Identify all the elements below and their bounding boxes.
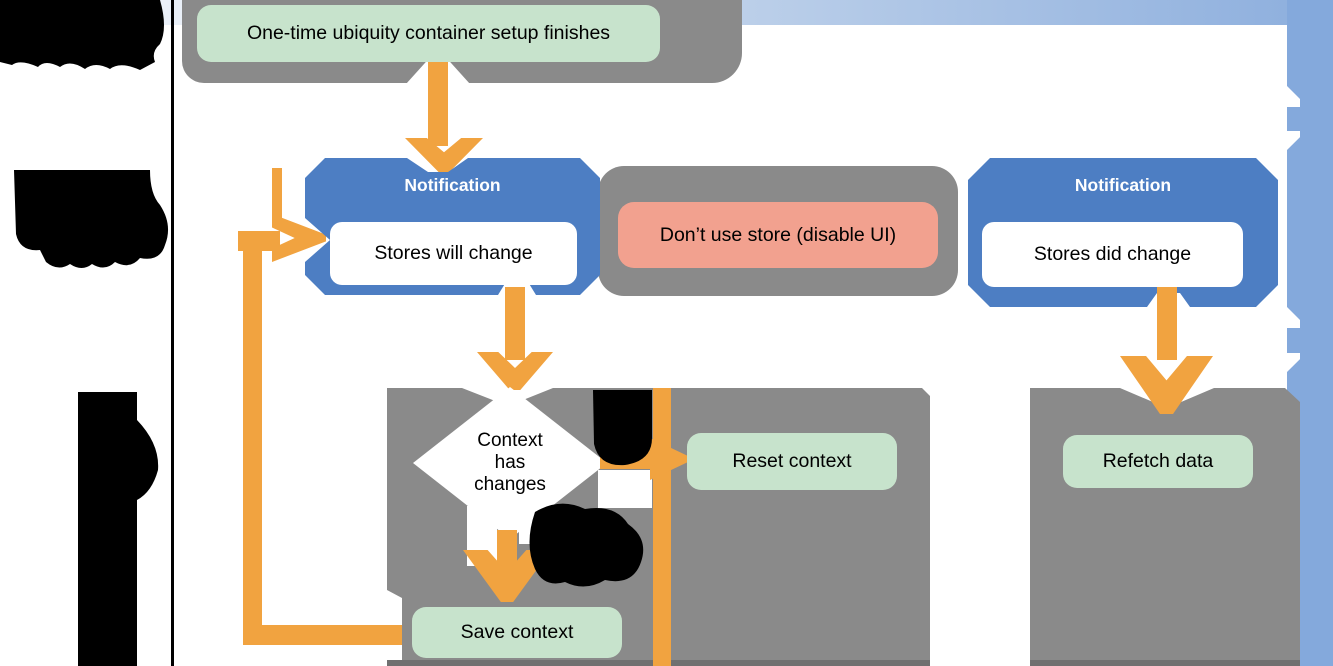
redacted-lane-label-3 (78, 392, 159, 666)
loop-line-vertical (243, 231, 262, 645)
refetch-container (1030, 388, 1300, 666)
notification-title: Notification (404, 175, 501, 195)
stores-did-change-label: Stores did change (1033, 243, 1192, 265)
redacted-lane-label-2 (14, 170, 169, 268)
redacted-branch-label-yes (529, 503, 644, 587)
arrow-channel (598, 470, 652, 508)
stores-will-change-box: Stores will change (330, 222, 577, 285)
setup-finish-box: One-time ubiquity container setup finish… (197, 5, 660, 62)
stores-will-change-label: Stores will change (374, 242, 533, 264)
redacted-lane-label-1 (0, 0, 164, 70)
setup-finish-label: One-time ubiquity container setup finish… (246, 22, 611, 44)
refetch-data-label: Refetch data (1102, 450, 1214, 472)
loop-line-stub (272, 168, 282, 220)
save-context-label: Save context (460, 621, 574, 643)
loop-line-top (238, 231, 280, 251)
refetch-data-box: Refetch data (1063, 435, 1253, 488)
save-context-box: Save context (412, 607, 622, 658)
loop-line-bottom (243, 625, 415, 645)
container-bottom-edge (1030, 660, 1300, 666)
lane-divider-line (171, 0, 174, 666)
reset-context-label: Reset context (732, 450, 852, 472)
reset-context-box: Reset context (687, 433, 897, 490)
notification-title: Notification (1074, 175, 1172, 195)
stores-did-change-box: Stores did change (982, 222, 1243, 287)
arrow-shaft-will-change (505, 287, 525, 360)
dont-use-store-label: Don’t use store (disable UI) (659, 223, 897, 246)
arrow-shaft-setup (428, 62, 448, 146)
decision-label: Context has changes (474, 429, 546, 496)
redacted-branch-label-no (593, 390, 652, 466)
arrow-shaft-did-change (1157, 287, 1177, 360)
dont-use-store-box: Don’t use store (disable UI) (618, 202, 938, 268)
